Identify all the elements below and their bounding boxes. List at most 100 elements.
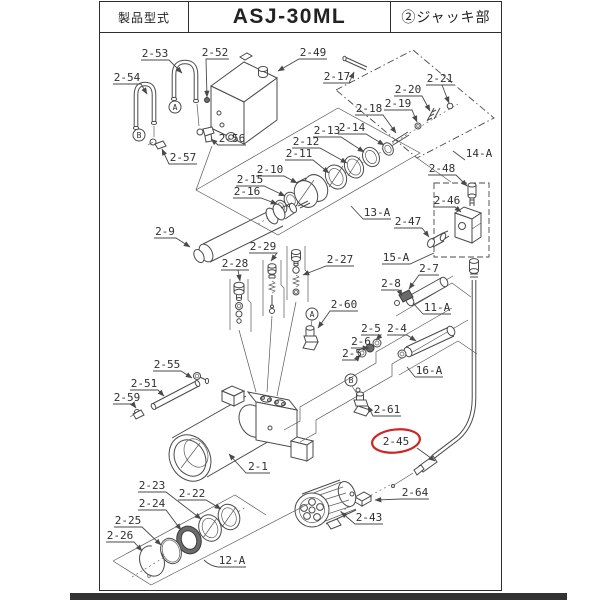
elbow-fitting-57 bbox=[147, 138, 167, 150]
part-label-13-A: 13-A bbox=[364, 206, 391, 219]
part-label-12-A: 12-A bbox=[219, 554, 246, 567]
callout-b2-letter: B bbox=[349, 376, 354, 385]
callout-a2-letter: A bbox=[310, 310, 315, 319]
callout-a1: A bbox=[168, 100, 182, 114]
leader-2-60 bbox=[317, 310, 358, 329]
part-label-2-64: 2-64 bbox=[402, 486, 429, 499]
part-label-11-A: 11-A bbox=[424, 301, 451, 314]
callout-b1: B bbox=[132, 128, 146, 142]
part-label-2-59: 2-59 bbox=[114, 391, 141, 404]
part-label-2-10: 2-10 bbox=[257, 163, 284, 176]
part-label-2-60: 2-60 bbox=[331, 298, 358, 311]
leader-2-4 bbox=[387, 334, 417, 342]
leader-2-57 bbox=[161, 148, 197, 165]
part-label-2-4: 2-4 bbox=[387, 322, 407, 335]
piston-rod bbox=[193, 202, 298, 264]
oil-tank bbox=[204, 52, 278, 145]
leader-2-9 bbox=[154, 237, 191, 248]
leader-2-12 bbox=[292, 147, 348, 164]
leader-2-13 bbox=[313, 136, 365, 153]
part-label-2-45: 2-45 bbox=[383, 435, 410, 448]
part-label-14-A: 14-A bbox=[466, 147, 493, 160]
leader-2-1 bbox=[228, 453, 270, 474]
valve-stack-27 bbox=[276, 246, 309, 397]
piston-head bbox=[293, 174, 329, 209]
leader-2-55 bbox=[153, 370, 193, 379]
tank-grommet bbox=[204, 97, 210, 103]
callout-b1-letter: B bbox=[137, 131, 142, 140]
part-label-2-18: 2-18 bbox=[356, 102, 383, 115]
leader-2-18 bbox=[355, 114, 397, 134]
leader-2-45 bbox=[416, 447, 436, 462]
part-label-2-12: 2-12 bbox=[293, 135, 320, 148]
part-label-2-14: 2-14 bbox=[339, 121, 366, 134]
plug-47 bbox=[427, 230, 450, 248]
model-type-label: 製品型式 bbox=[100, 2, 189, 32]
model-number: ASJ-30ML bbox=[189, 2, 391, 32]
part-label-2-53: 2-53 bbox=[142, 47, 169, 60]
part-label-2-28: 2-28 bbox=[222, 257, 249, 270]
leader-2-5a bbox=[361, 333, 383, 341]
fitting-48 bbox=[467, 182, 477, 206]
part-label-2-22: 2-22 bbox=[179, 487, 206, 500]
part-label-2-20: 2-20 bbox=[395, 83, 422, 96]
leader-2-22 bbox=[178, 499, 222, 510]
leader-2-61 bbox=[367, 405, 401, 417]
group-13A bbox=[195, 107, 421, 236]
group-11A bbox=[394, 275, 472, 317]
part-label-2-43: 2-43 bbox=[356, 511, 383, 524]
part-label-2-19: 2-19 bbox=[385, 97, 412, 110]
hose-fitting-top bbox=[469, 258, 479, 278]
leader-2-46 bbox=[433, 205, 462, 213]
part-label-2-29: 2-29 bbox=[250, 240, 277, 253]
part-label-15-A: 15-A bbox=[383, 251, 410, 264]
part-label-2-23: 2-23 bbox=[139, 479, 166, 492]
part-label-2-6: 2-6 bbox=[351, 335, 371, 348]
part-label-2-13: 2-13 bbox=[314, 124, 341, 137]
part-label-2-11: 2-11 bbox=[286, 147, 313, 160]
snap-ring-26 bbox=[139, 545, 165, 578]
part-label-2-56: 2-56 bbox=[219, 132, 246, 145]
leader-2-56 bbox=[210, 138, 246, 146]
part-label-16-A: 16-A bbox=[416, 364, 443, 377]
leader-2-8 bbox=[381, 289, 403, 297]
part-label-2-1: 2-1 bbox=[248, 460, 268, 473]
part-label-2-55: 2-55 bbox=[154, 358, 181, 371]
leader-2-64 bbox=[374, 497, 429, 503]
group-12A bbox=[112, 494, 311, 586]
leader-2-59 bbox=[113, 401, 137, 409]
cylinder-body bbox=[168, 385, 315, 482]
hose-a bbox=[170, 59, 200, 127]
part-label-2-25: 2-25 bbox=[115, 514, 142, 527]
valve-block-46 bbox=[453, 206, 483, 244]
leader-2-10 bbox=[256, 175, 298, 184]
leader-2-19 bbox=[384, 109, 418, 123]
nipple-55 bbox=[193, 372, 210, 385]
clip-59 bbox=[129, 409, 145, 420]
leader-2-23 bbox=[138, 491, 202, 520]
part-label-2-9: 2-9 bbox=[155, 225, 175, 238]
pin-17 bbox=[342, 55, 368, 71]
leader-2-11 bbox=[285, 159, 330, 174]
leader-2-25 bbox=[114, 526, 162, 546]
part-label-2-51: 2-51 bbox=[131, 377, 158, 390]
callout-a1-letter: A bbox=[173, 103, 178, 112]
part-label-2-24: 2-24 bbox=[139, 497, 166, 510]
part-label-2-5-a: 2-5 bbox=[361, 322, 381, 335]
part-label-2-52: 2-52 bbox=[202, 46, 229, 59]
rod-51 bbox=[150, 380, 201, 410]
leader-2-52 bbox=[204, 58, 229, 98]
leader-11A bbox=[412, 302, 451, 315]
leader-2-15 bbox=[236, 185, 286, 197]
part-label-2-57: 2-57 bbox=[170, 151, 197, 164]
leader-2-43 bbox=[340, 511, 383, 525]
part-label-2-21: 2-21 bbox=[427, 72, 454, 85]
leader-12A bbox=[203, 559, 246, 568]
part-label-2-8: 2-8 bbox=[381, 277, 401, 290]
group-15A bbox=[427, 182, 490, 258]
leader-2-51 bbox=[130, 389, 165, 397]
elbow-61: B bbox=[344, 373, 371, 417]
part-label-2-26: 2-26 bbox=[107, 529, 134, 542]
title-block: 製品型式 ASJ-30ML ②ジャッキ部 bbox=[99, 1, 502, 33]
leader-2-20 bbox=[394, 95, 431, 112]
